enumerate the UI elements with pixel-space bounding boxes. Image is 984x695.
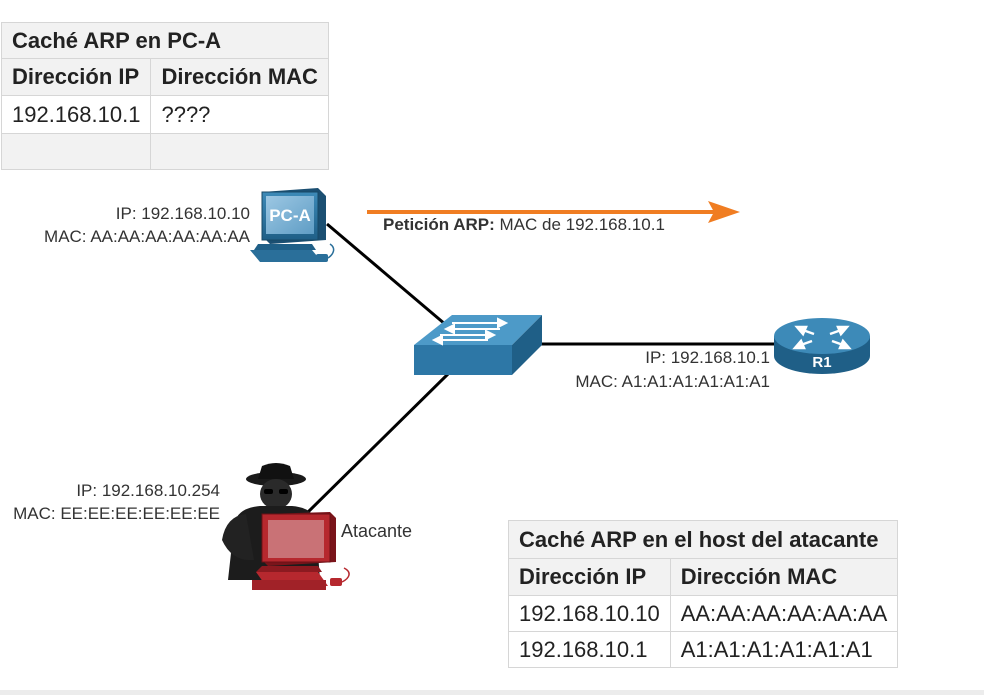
- pc-icon: [250, 188, 335, 262]
- attacker-cache-mac: AA:AA:AA:AA:AA:AA: [669, 595, 899, 632]
- attacker-cache-col-ip: Dirección IP: [508, 558, 671, 596]
- pc-a-cache-col-ip: Dirección IP: [0, 58, 152, 96]
- pc-a-mac-label: MAC: AA:AA:AA:AA:AA:AA: [44, 227, 250, 246]
- router-icon: [774, 318, 870, 374]
- pc-a-cache-mac: ????: [150, 95, 329, 134]
- attacker-cache-ip: 192.168.10.10: [508, 595, 671, 632]
- attacker-cache-ip: 192.168.10.1: [508, 631, 671, 668]
- attacker-name-label: Atacante: [341, 521, 413, 541]
- router-name: R1: [812, 354, 831, 371]
- router-ip-label: IP: 192.168.10.1: [645, 348, 770, 367]
- arp-request-bold: Petición ARP:: [383, 215, 495, 234]
- table-row: 192.168.10.1 A1:A1:A1:A1:A1:A1: [508, 631, 899, 668]
- attacker-cache-mac: A1:A1:A1:A1:A1:A1: [669, 631, 899, 668]
- pc-a-cache-ip: 192.168.10.1: [0, 95, 152, 134]
- attacker-mac-label: MAC: EE:EE:EE:EE:EE:EE: [13, 504, 220, 523]
- switch-icon: [414, 315, 542, 375]
- arp-request-label: Petición ARP: MAC de 192.168.10.1: [383, 213, 665, 236]
- attacker-arp-cache-table: Caché ARP en el host del atacante Direcc…: [507, 520, 899, 668]
- pc-a-ip-label: IP: 192.168.10.10: [115, 204, 250, 223]
- table-row: 192.168.10.1 ????: [0, 95, 329, 134]
- table-row: 192.168.10.10 AA:AA:AA:AA:AA:AA: [508, 595, 899, 632]
- attacker-icon: [222, 463, 350, 590]
- bottom-divider: [0, 690, 984, 695]
- link-pc-switch: [326, 222, 453, 332]
- router-mac-label: MAC: A1:A1:A1:A1:A1:A1: [575, 372, 770, 391]
- link-switch-attacker: [304, 372, 450, 516]
- table-row-empty: [0, 133, 329, 170]
- pc-a-arp-cache-table: Caché ARP en PC-A Dirección IP Dirección…: [0, 22, 329, 170]
- arp-request-arrow: [367, 201, 740, 223]
- pc-a-label: PC-A: [269, 206, 311, 225]
- arp-request-text: MAC de 192.168.10.1: [494, 215, 665, 234]
- pc-a-cache-title: Caché ARP en PC-A: [1, 22, 329, 59]
- attacker-ip-label: IP: 192.168.10.254: [76, 481, 220, 500]
- attacker-cache-col-mac: Dirección MAC: [669, 558, 899, 596]
